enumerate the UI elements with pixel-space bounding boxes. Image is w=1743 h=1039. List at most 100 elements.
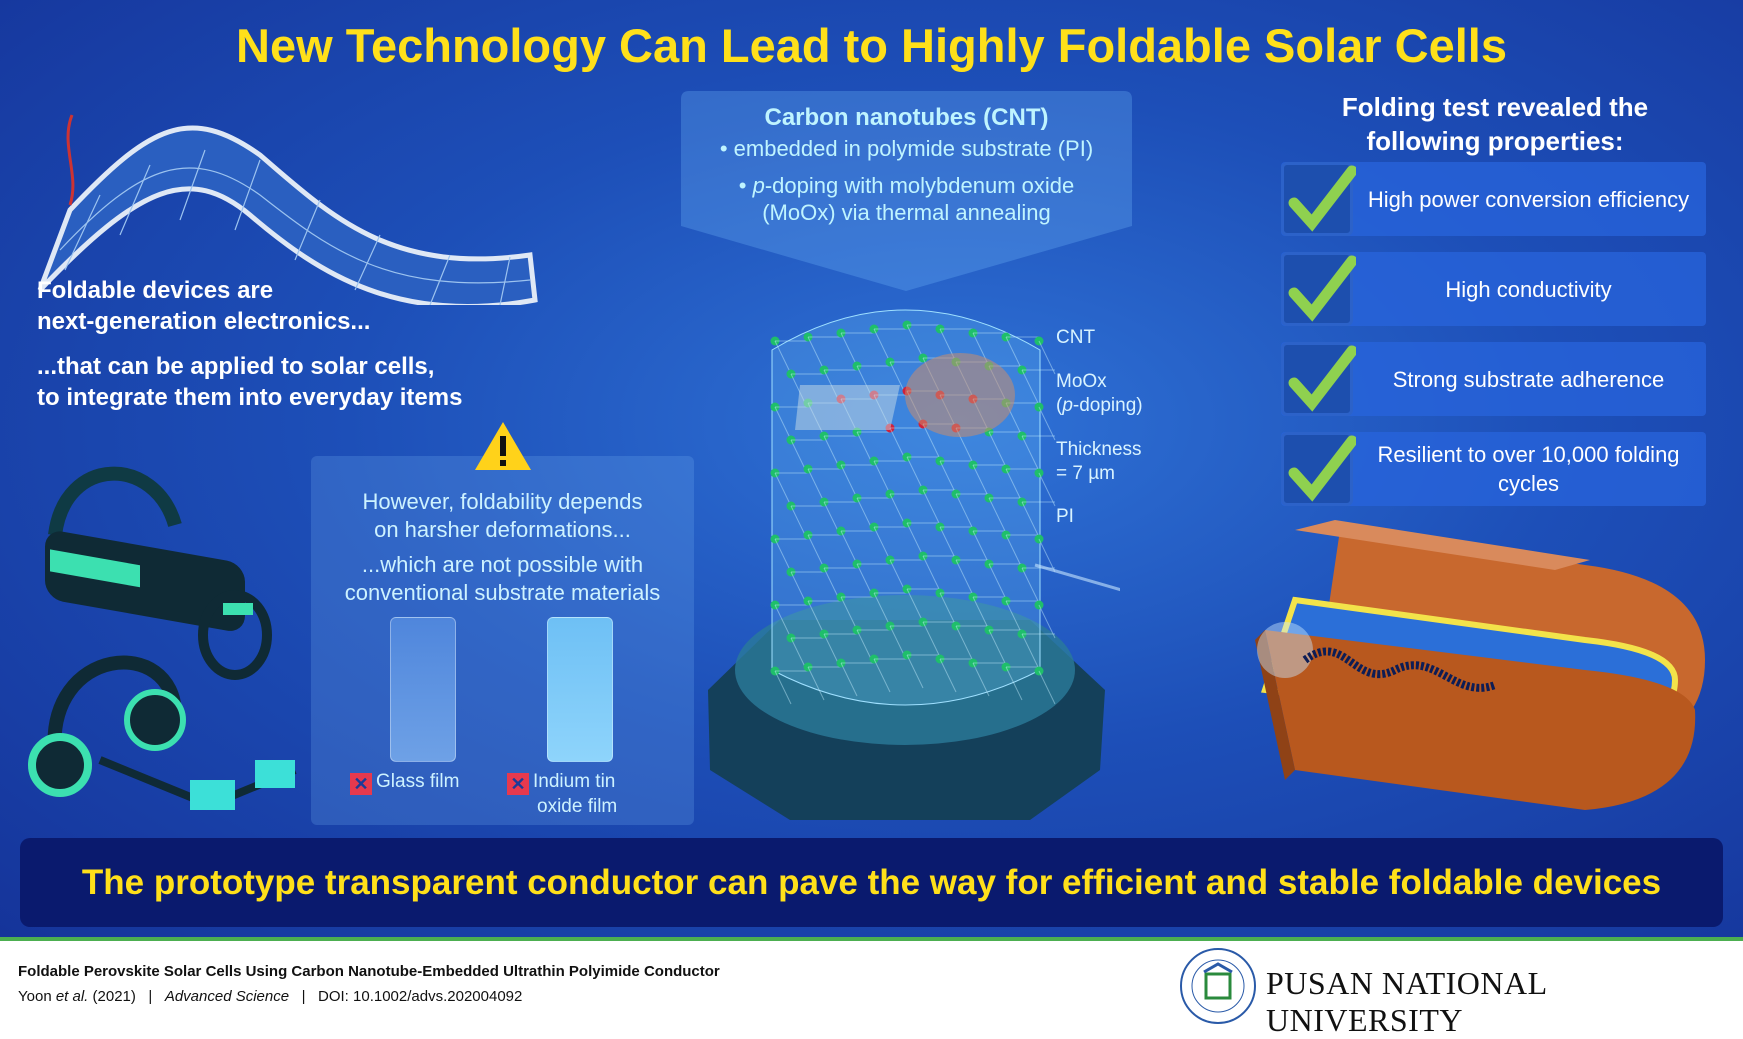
cnt-bond	[922, 489, 940, 524]
cnt-atom	[803, 464, 813, 474]
cnt-atom	[902, 320, 912, 330]
separator: |	[148, 988, 153, 1005]
cnt-atom	[1017, 365, 1027, 375]
cnt-atom	[803, 530, 813, 540]
cnt-atom	[1034, 534, 1044, 544]
cnt-atom	[803, 596, 813, 606]
cnt-atom	[819, 563, 829, 573]
property-label: High power conversion efficiency	[1367, 186, 1690, 212]
moox-text: MoOx	[1056, 371, 1107, 392]
cnt-tube-illustration	[708, 309, 1120, 820]
cnt-atom	[852, 361, 862, 371]
cnt-bond	[988, 497, 1006, 532]
cnt-bond	[939, 526, 957, 561]
cnt-bond	[906, 588, 924, 623]
wearable-devices-illustration	[28, 466, 297, 810]
cnt-bond	[988, 629, 1006, 664]
cnt-atom	[786, 567, 796, 577]
cnt-atom	[852, 559, 862, 569]
cnt-bond	[1021, 369, 1039, 404]
cnt-bond	[873, 526, 891, 561]
cnt-atom	[836, 592, 846, 602]
intro-line: to integrate them into everyday items	[37, 384, 463, 411]
cnt-atom	[968, 328, 978, 338]
property-item: Strong substrate adherence	[1281, 342, 1706, 416]
checkmark-icon	[1288, 345, 1358, 412]
cnt-atom	[968, 658, 978, 668]
warning-icon	[475, 422, 531, 470]
moox-label: MoOx(p-doping)	[1056, 370, 1143, 418]
folded-solar-cell-illustration	[1255, 520, 1705, 810]
cnt-atom	[984, 493, 994, 503]
cnt-atom	[819, 497, 829, 507]
cnt-bond	[906, 522, 924, 557]
cnt-atom	[902, 518, 912, 528]
cnt-atom	[885, 555, 895, 565]
cnt-description: Carbon nanotubes (CNT) • embedded in pol…	[681, 104, 1132, 226]
property-item: Resilient to over 10,000 folding cycles	[1281, 432, 1706, 506]
separator: |	[301, 988, 306, 1005]
cnt-atom	[902, 584, 912, 594]
paren: (	[1056, 395, 1063, 416]
cnt-atom	[1001, 596, 1011, 606]
bullet: •	[738, 173, 753, 198]
cnt-atom	[951, 489, 961, 499]
cnt-atom	[770, 534, 780, 544]
cnt-bond	[906, 654, 924, 689]
cnt-atom	[819, 365, 829, 375]
cnt-bond	[774, 406, 792, 441]
p-doping-text: (p-doping)	[1056, 394, 1143, 418]
warning-line: However, foldability depends	[362, 489, 643, 514]
cnt-bond	[807, 468, 825, 503]
flexible-solar-panel-illustration	[37, 114, 538, 305]
cnt-atom	[1001, 662, 1011, 672]
cnt-atom	[935, 588, 945, 598]
cnt-atom	[836, 658, 846, 668]
cnt-atom	[786, 369, 796, 379]
p-italic: p	[752, 173, 765, 198]
cnt-bond	[1038, 538, 1056, 573]
cnt-bond	[922, 621, 940, 656]
cnt-bullet-2: • p-doping with molybdenum oxide	[681, 172, 1132, 199]
glass-film-sample	[390, 617, 456, 762]
cnt-atom	[869, 324, 879, 334]
author: Yoon	[18, 988, 56, 1005]
cnt-atom	[902, 452, 912, 462]
film-label-text: Indium tin	[533, 771, 616, 792]
warning-line: ...which are not possible with	[361, 552, 644, 577]
cnt-label: CNT	[1056, 327, 1096, 348]
intro-line: next-generation electronics...	[37, 308, 371, 335]
cnt-atom	[1017, 563, 1027, 573]
cnt-bond	[906, 456, 924, 491]
bullet-text: -doping with molybdenum oxide	[764, 173, 1075, 198]
cnt-atom	[836, 460, 846, 470]
cnt-bond	[774, 340, 792, 375]
cnt-bond	[1038, 670, 1056, 705]
checkmark-box	[1281, 162, 1358, 236]
cnt-atom	[869, 456, 879, 466]
warning-box	[311, 456, 694, 825]
cnt-atom	[918, 551, 928, 561]
intro-line: Foldable devices are	[37, 277, 274, 304]
checkmark-box	[1281, 342, 1358, 416]
cnt-bond	[955, 493, 973, 528]
cnt-atom	[770, 336, 780, 346]
cnt-atom	[803, 662, 813, 672]
checkmark-icon	[1288, 255, 1358, 322]
cnt-bond	[1021, 435, 1039, 470]
cnt-atom	[885, 621, 895, 631]
properties-title: Folding test revealed the following prop…	[1290, 90, 1700, 158]
cnt-bond	[1005, 468, 1023, 503]
cnt-atom	[770, 600, 780, 610]
infographic: New Technology Can Lead to Highly Foldab…	[0, 0, 1743, 937]
warning-line: on harsher deformations...	[374, 517, 631, 542]
cnt-bond	[807, 600, 825, 635]
cnt-bond	[939, 658, 957, 693]
cnt-bond	[972, 596, 990, 631]
year: (2021)	[88, 988, 136, 1005]
properties-title-line: Folding test revealed the	[1341, 92, 1649, 122]
x-mark-icon: ✕	[507, 773, 529, 795]
cnt-bond	[840, 530, 858, 565]
cnt-atom	[1017, 431, 1027, 441]
